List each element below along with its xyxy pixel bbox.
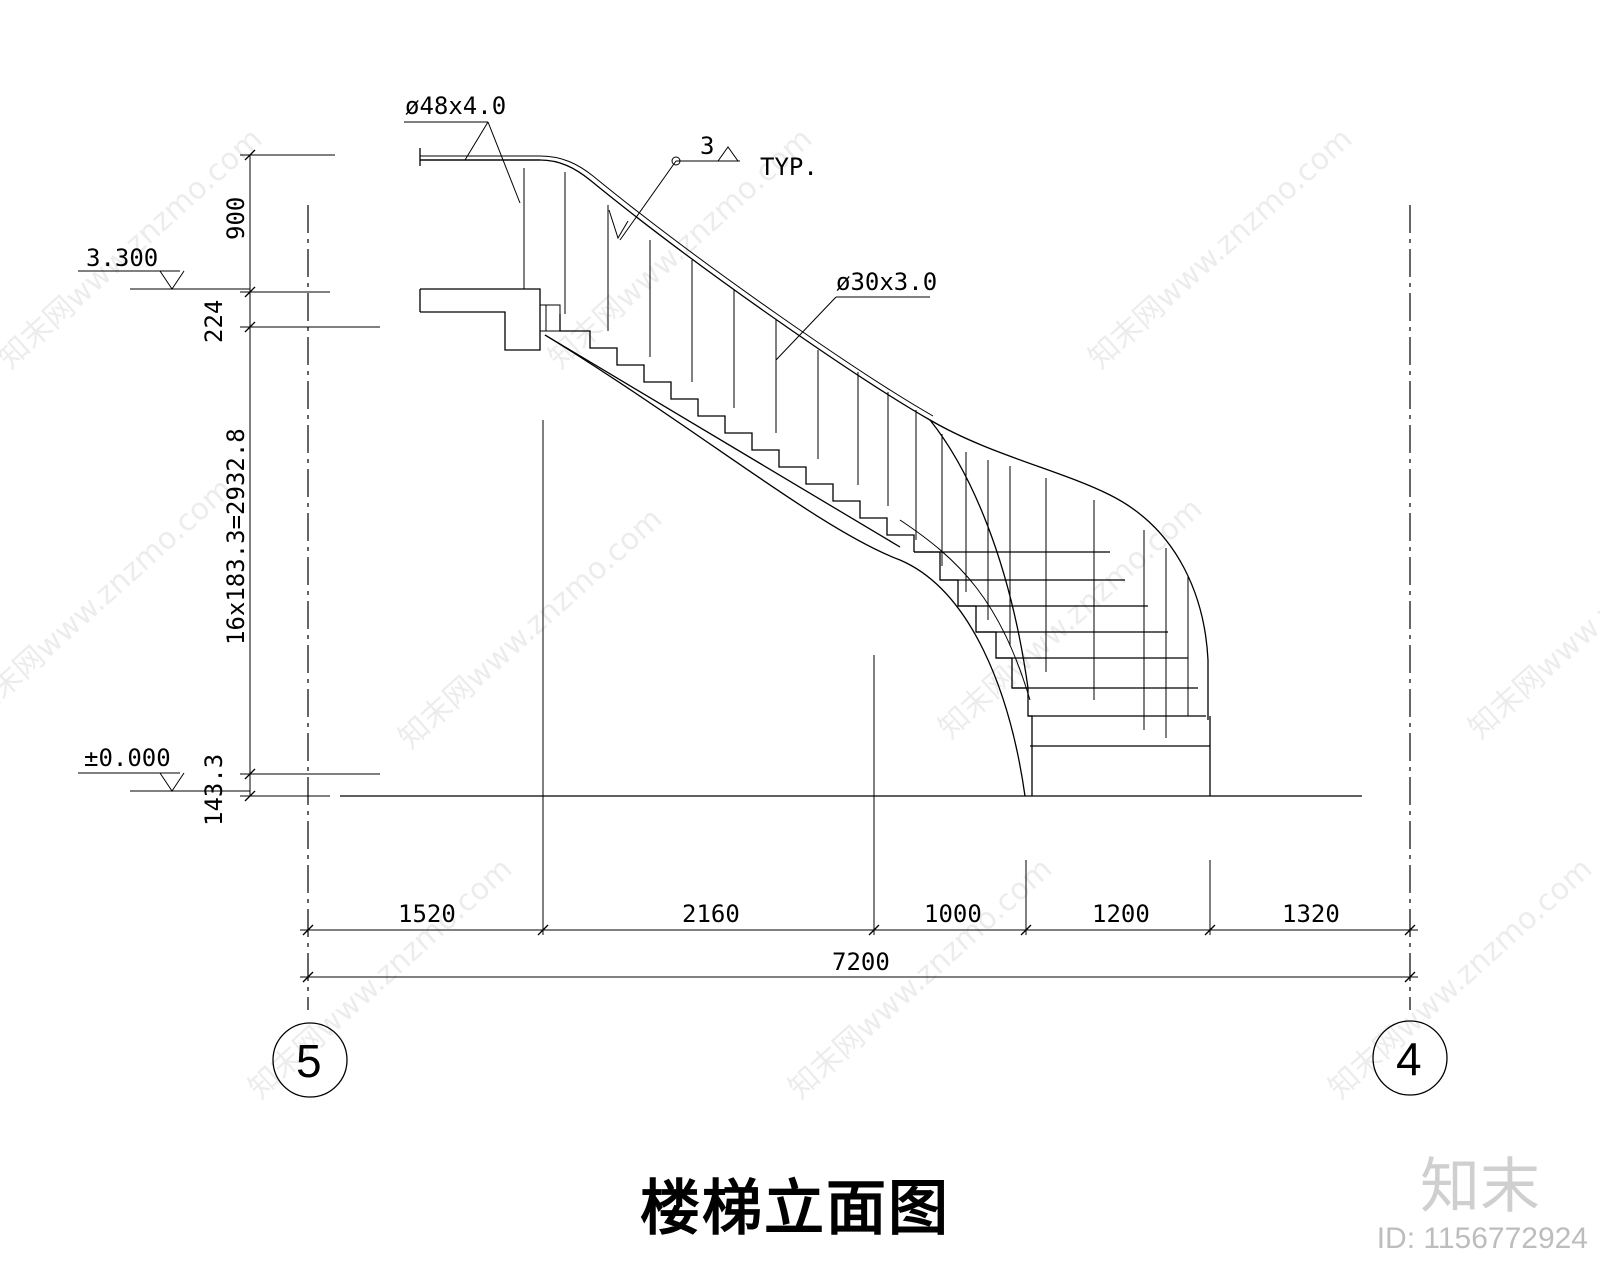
watermark-text: 知末网www.znzmo.com — [0, 471, 239, 726]
handrail — [420, 155, 1209, 720]
watermark-text: 知末网www.znzmo.com — [932, 491, 1209, 746]
weld-symbol-callout: 3 TYP. — [608, 132, 818, 241]
watermark-text: 知末网www.znzmo.com — [242, 851, 519, 1106]
dim-overall-7200: 7200 — [832, 948, 890, 976]
brand-watermark-id: ID: 1156772924 — [1376, 1222, 1588, 1255]
level-marker-upper: 3.300 — [78, 244, 250, 290]
level-marker-ground: ±0.000 — [78, 744, 250, 792]
dim-1520: 1520 — [398, 900, 456, 928]
dim-143: 143.3 — [200, 754, 228, 826]
dim-2160: 2160 — [682, 900, 740, 928]
handrail-spec-label: ø48x4.0 — [405, 92, 506, 120]
baluster-spec-label: ø30x3.0 — [836, 268, 937, 296]
level-upper-label: 3.300 — [86, 244, 158, 272]
dim-1000: 1000 — [924, 900, 982, 928]
dim-224: 224 — [200, 300, 228, 343]
watermark-text: 知末网www.znzmo.com — [392, 501, 669, 756]
watermark-text: 知末网www.znzmo.com — [1082, 121, 1359, 376]
horizontal-dimension-chain: 1520 2160 1000 1200 1320 7200 — [300, 420, 1418, 983]
handrail-spec-callout: ø48x4.0 — [404, 92, 521, 204]
balusters — [523, 168, 1189, 738]
weld-note-label: TYP. — [760, 153, 818, 181]
axis-bubble-4: 4 — [1372, 1020, 1448, 1096]
dim-riser-chain: 16x183.3=2932.8 — [222, 428, 250, 645]
dim-1320: 1320 — [1282, 900, 1340, 928]
dim-900: 900 — [222, 197, 250, 240]
vertical-dimension-chain: 900 224 16x183.3=2932.8 143.3 — [200, 149, 380, 826]
level-ground-label: ±0.000 — [84, 744, 171, 772]
stair-flight — [544, 314, 1211, 797]
dim-1200: 1200 — [1092, 900, 1150, 928]
watermark-text: 知末网www.znzmo.com — [1322, 851, 1599, 1106]
watermark-text: 知末网www.znzmo.com — [1462, 491, 1600, 746]
axis-label-5: 5 — [296, 1035, 322, 1087]
drawing-title: 楼梯立面图 — [640, 1174, 950, 1244]
axis-label-4: 4 — [1396, 1033, 1422, 1085]
baluster-spec-callout: ø30x3.0 — [775, 268, 937, 361]
landing-slab — [419, 148, 561, 351]
axis-bubble-5: 5 — [272, 1022, 348, 1098]
brand-watermark-logo: 知末 — [1420, 1152, 1540, 1222]
weld-size-label: 3 — [700, 132, 714, 160]
watermark-text: 知末网www.znzmo.com — [782, 851, 1059, 1106]
